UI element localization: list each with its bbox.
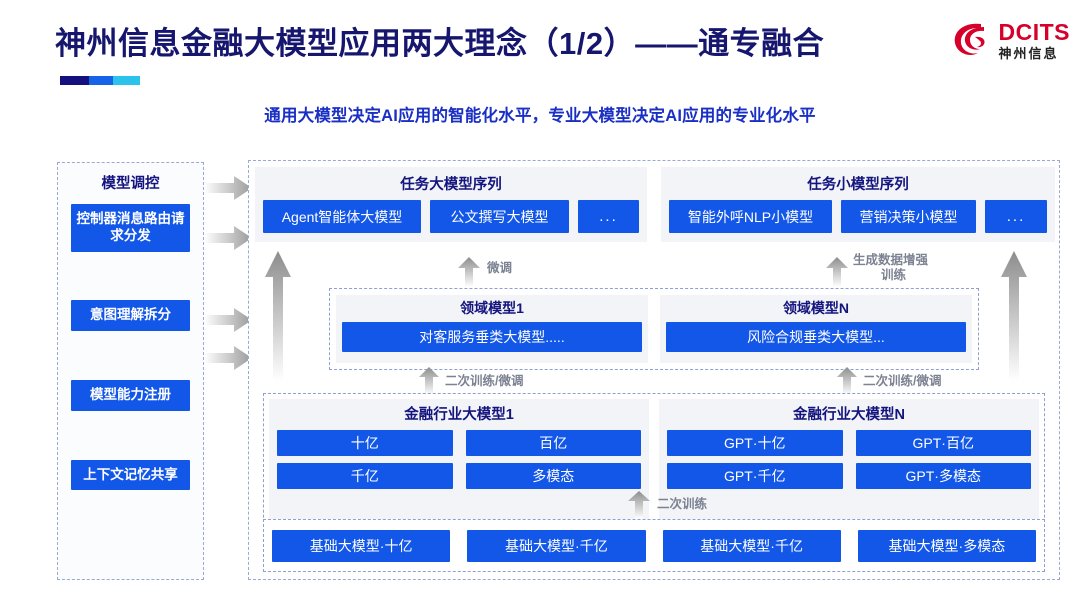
domain-model-n-title: 领域模型N (782, 300, 850, 316)
industry-model-1-title: 金融行业大模型1 (404, 407, 514, 423)
flow-arrow-right-3 (204, 308, 252, 332)
sidebar-title: 模型调控 (101, 176, 160, 192)
title-accent-rule (60, 76, 140, 85)
flow-arrow-right-4 (204, 346, 252, 370)
flow-arrow-up-finetune (458, 257, 480, 287)
logo-text-en: DCITS (998, 18, 1070, 45)
task-model-marketing-decision[interactable]: 营销决策小模型 (841, 200, 976, 233)
base-model-0[interactable]: 基础大模型·十亿 (272, 529, 451, 562)
domain-model-1: 领域模型1 对客服务垂类大模型..... (336, 295, 648, 363)
sidebar-item-controller-routing[interactable]: 控制器消息路由请求分发 (71, 204, 190, 252)
industry-model-container: 金融行业大模型1 十亿 百亿 千亿 多模态 金融行业大模型N GPT·十亿 GP… (263, 393, 1045, 543)
industry-model-1-item-3[interactable]: 多模态 (465, 463, 641, 489)
task-model-more-small[interactable]: ... (985, 200, 1047, 233)
sidebar-item-intent-understanding[interactable]: 意图理解拆分 (71, 299, 190, 331)
domain-model-1-item[interactable]: 对客服务垂类大模型..... (342, 322, 642, 352)
arrow-label-retrain-left: 二次训练/微调 (445, 374, 524, 388)
flow-arrow-up-tall-left (265, 251, 291, 381)
industry-model-n-item-3[interactable]: GPT·多模态 (855, 463, 1031, 489)
sidebar-item-context-memory[interactable]: 上下文记忆共享 (71, 459, 190, 491)
industry-model-n-item-1[interactable]: GPT·百亿 (855, 430, 1031, 456)
flow-arrow-right-2 (204, 226, 252, 250)
logo-text-cn: 神州信息 (998, 45, 1059, 61)
base-model-3[interactable]: 基础大模型·多模态 (857, 529, 1036, 562)
page-subtitle: 通用大模型决定AI应用的智能化水平，专业大模型决定AI应用的专业化水平 (264, 107, 816, 125)
industry-model-1-item-1[interactable]: 百亿 (465, 430, 641, 456)
architecture-panel: 任务大模型序列 Agent智能体大模型 公文撰写大模型 ... 任务小模型序列 … (248, 160, 1060, 580)
industry-model-1-item-2[interactable]: 千亿 (277, 463, 453, 489)
industry-model-n-title: 金融行业大模型N (793, 407, 905, 423)
base-model-1[interactable]: 基础大模型·千亿 (467, 529, 646, 562)
arrow-label-finetune: 微调 (487, 261, 513, 275)
industry-model-n: 金融行业大模型N GPT·十亿 GPT·百亿 GPT·千亿 GPT·多模态 (659, 399, 1039, 537)
base-model-2[interactable]: 基础大模型·千亿 (662, 529, 841, 562)
flow-arrow-up-data-aug (826, 257, 848, 287)
domain-model-container: 领域模型1 对客服务垂类大模型..... 领域模型N 风险合规垂类大模型... (329, 288, 979, 370)
task-model-more[interactable]: ... (578, 200, 639, 233)
industry-model-n-item-2[interactable]: GPT·千亿 (667, 463, 843, 489)
model-control-sidebar: 模型调控 控制器消息路由请求分发 意图理解拆分 模型能力注册 上下文记忆共享 (57, 162, 204, 580)
flow-arrow-up-retrain-left (419, 367, 439, 395)
flow-arrow-up-retrain-bottom (628, 491, 650, 519)
flow-arrow-right-1 (204, 176, 252, 200)
industry-model-1: 金融行业大模型1 十亿 百亿 千亿 多模态 (269, 399, 649, 537)
dcits-swoosh-icon (951, 18, 993, 62)
task-model-doc-writing[interactable]: 公文撰写大模型 (430, 200, 569, 233)
arrow-label-retrain-right: 二次训练/微调 (863, 374, 942, 388)
arrow-label-retrain-bottom: 二次训练 (657, 497, 708, 511)
flow-arrow-up-retrain-right (837, 367, 857, 395)
domain-model-n: 领域模型N 风险合规垂类大模型... (660, 295, 972, 363)
task-small-model-sequence-title: 任务小模型序列 (807, 177, 909, 193)
page-title: 神州信息金融大模型应用两大理念（1/2）——通专融合 (55, 26, 825, 61)
domain-model-n-item[interactable]: 风险合规垂类大模型... (666, 322, 966, 352)
base-model-container: 基础大模型·十亿 基础大模型·千亿 基础大模型·千亿 基础大模型·多模态 (263, 519, 1045, 572)
task-model-agent[interactable]: Agent智能体大模型 (263, 200, 421, 233)
industry-model-1-item-0[interactable]: 十亿 (277, 430, 453, 456)
dcits-logo: DCITS 神州信息 (951, 18, 1071, 62)
task-model-outbound-nlp[interactable]: 智能外呼NLP小模型 (669, 200, 832, 233)
sidebar-item-capability-registry[interactable]: 模型能力注册 (71, 379, 190, 411)
task-small-model-sequence: 任务小模型序列 智能外呼NLP小模型 营销决策小模型 ... (661, 167, 1055, 242)
task-large-model-sequence: 任务大模型序列 Agent智能体大模型 公文撰写大模型 ... (255, 167, 647, 242)
industry-model-n-item-0[interactable]: GPT·十亿 (667, 430, 843, 456)
arrow-label-data-aug-line2: 训练 (881, 268, 907, 282)
domain-model-1-title: 领域模型1 (460, 300, 524, 316)
task-large-model-sequence-title: 任务大模型序列 (400, 177, 502, 193)
arrow-label-data-aug-line1: 生成数据增强 (853, 253, 929, 267)
flow-arrow-up-tall-right (1001, 251, 1027, 381)
